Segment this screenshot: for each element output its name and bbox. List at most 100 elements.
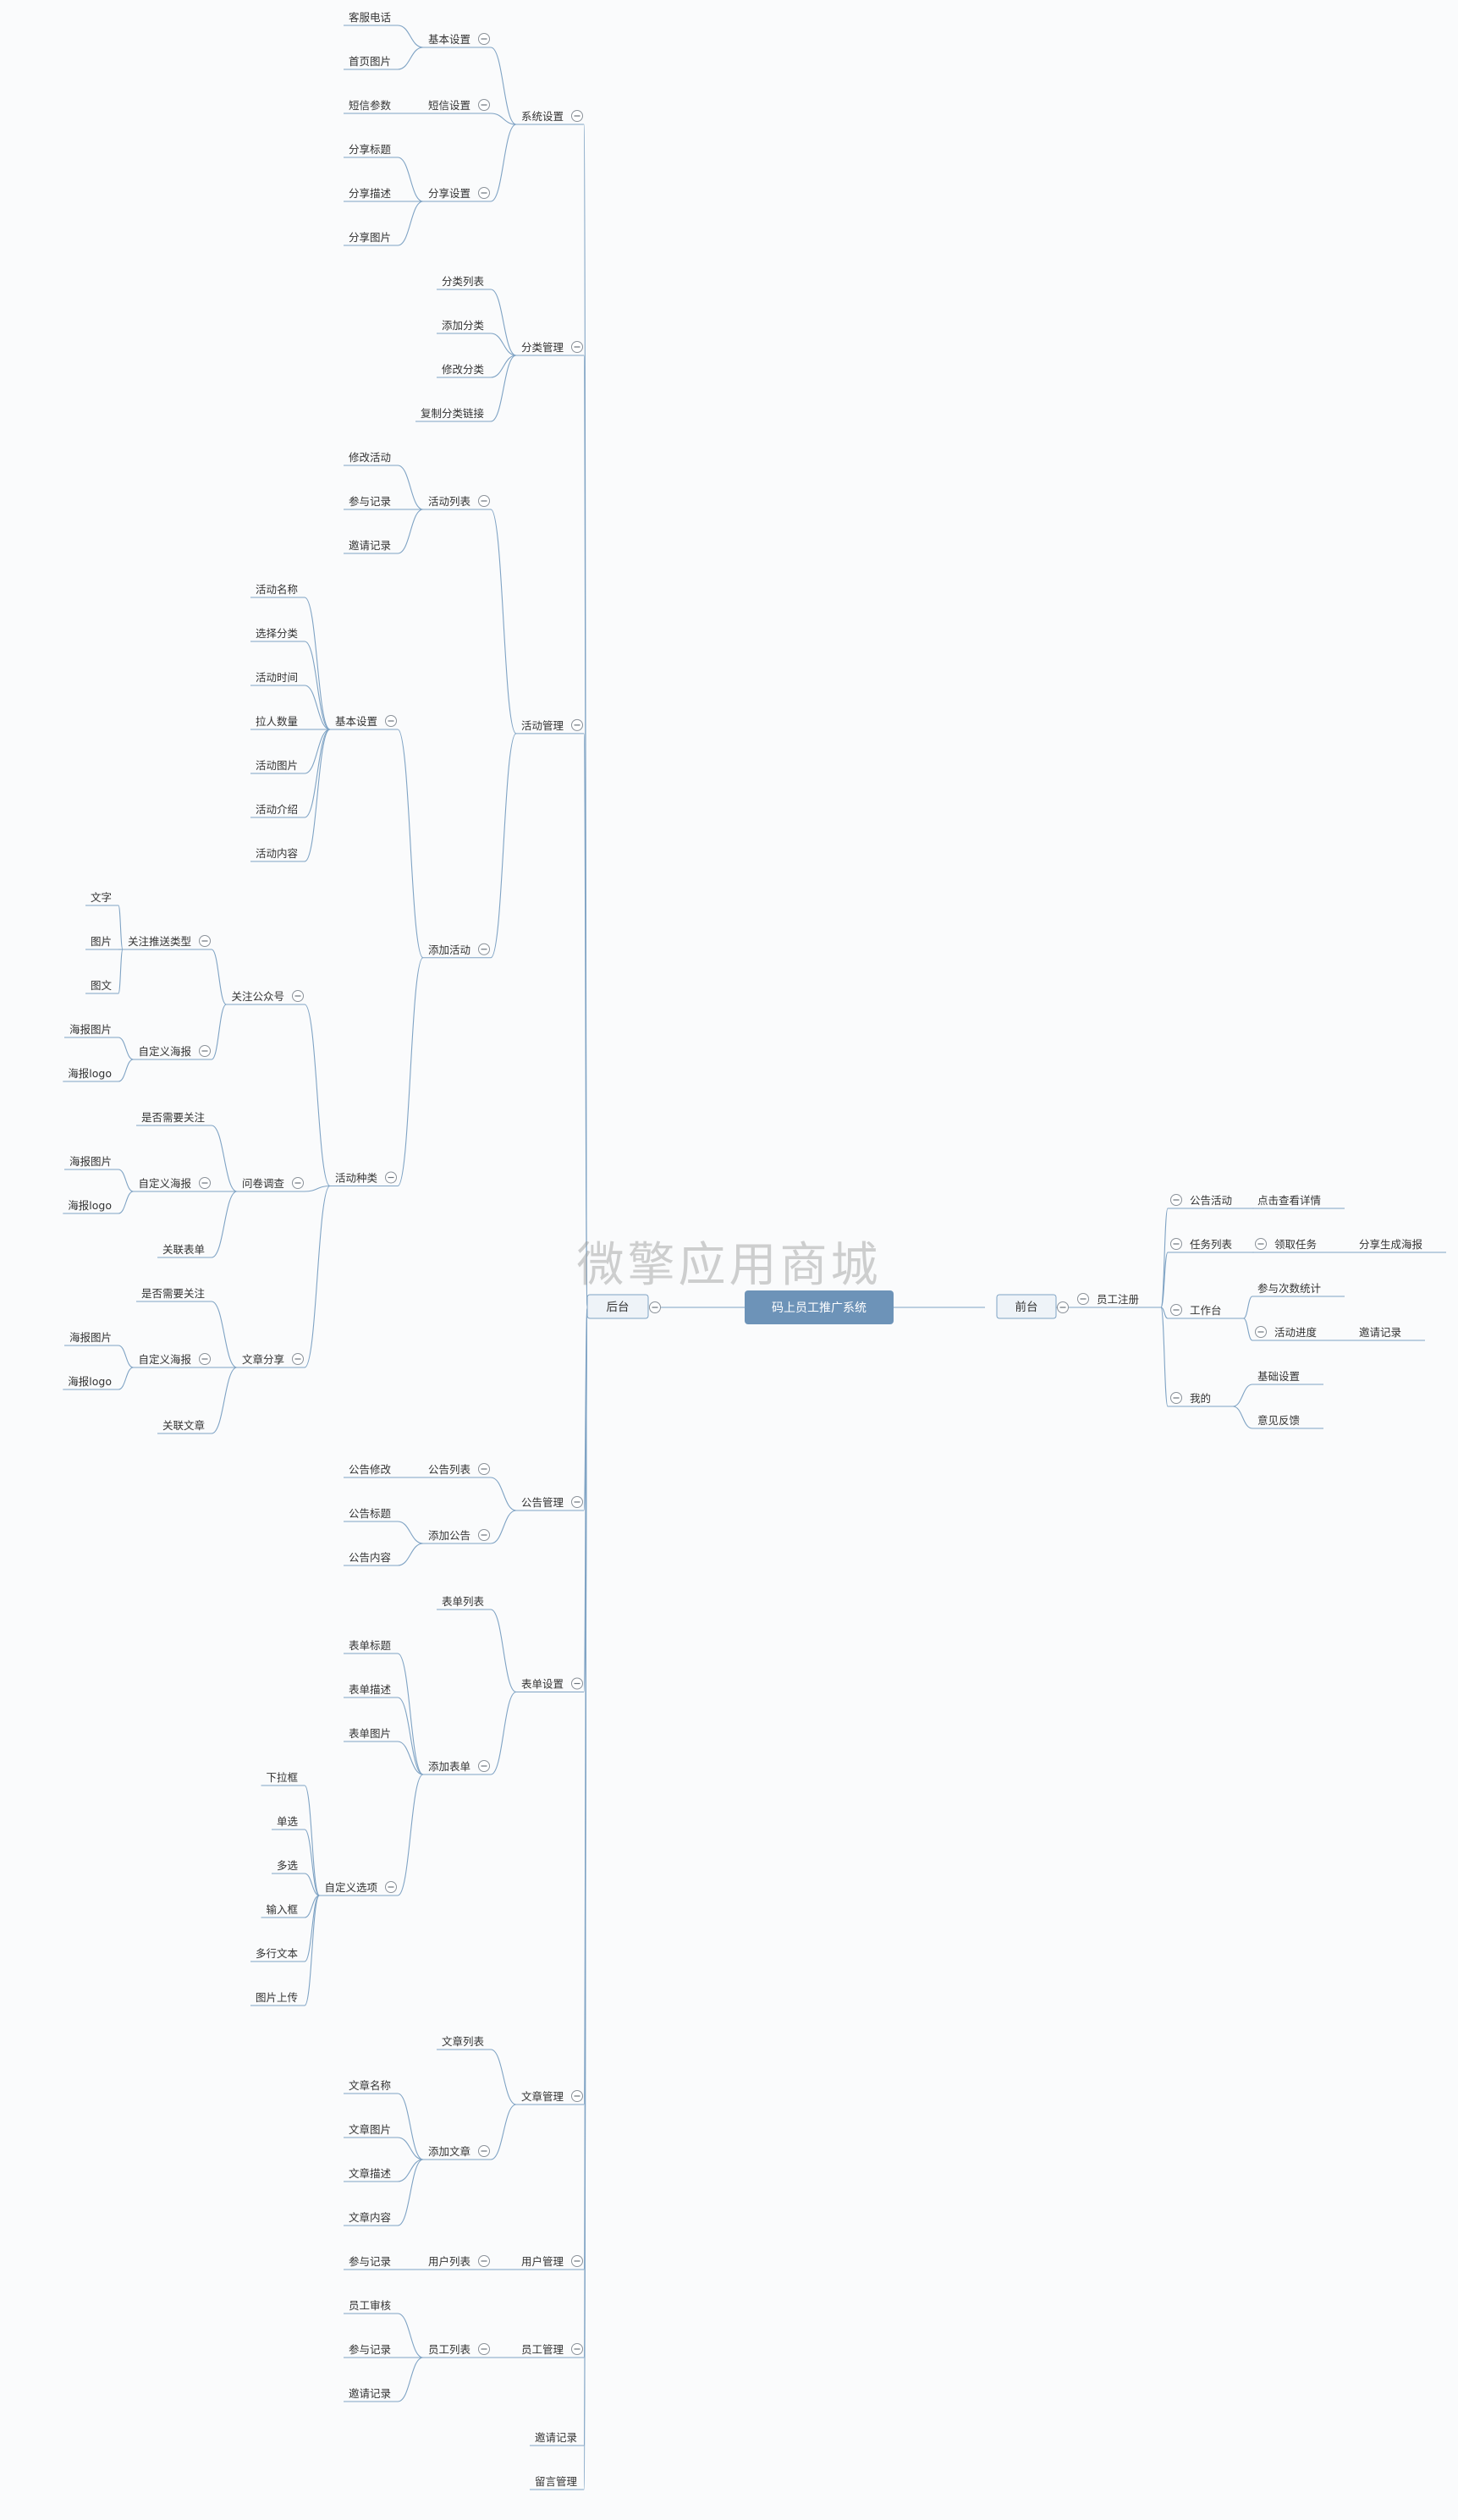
node-label[interactable]: 活动种类 (335, 1172, 378, 1185)
collapse-toggle-icon[interactable] (292, 1353, 304, 1365)
collapse-toggle-icon[interactable] (478, 33, 490, 45)
node-label[interactable]: 任务列表 (1190, 1238, 1233, 1251)
collapse-toggle-icon[interactable] (1170, 1238, 1182, 1250)
node-label[interactable]: 短信设置 (428, 99, 470, 112)
node-label[interactable]: 添加活动 (428, 944, 470, 956)
collapse-toggle-icon[interactable] (1077, 1293, 1089, 1305)
collapse-toggle-icon[interactable] (478, 1529, 490, 1541)
node-label[interactable]: 分享生成海报 (1359, 1238, 1423, 1251)
node-label[interactable]: 工作台 (1190, 1304, 1222, 1317)
node-label[interactable]: 员工注册 (1097, 1293, 1139, 1306)
node-label[interactable]: 留言管理 (535, 2475, 578, 2488)
node-label[interactable]: 公告修改 (349, 1463, 392, 1476)
node-label[interactable]: 分享标题 (349, 143, 392, 156)
node-label[interactable]: 邀请记录 (349, 539, 391, 552)
node-label[interactable]: 分享图片 (349, 231, 391, 244)
node-label[interactable]: 公告标题 (349, 1507, 392, 1520)
node-label[interactable]: 用户列表 (428, 2255, 471, 2268)
collapse-toggle-icon[interactable] (385, 715, 397, 727)
node-label[interactable]: 关联文章 (162, 1419, 205, 1432)
collapse-toggle-icon[interactable] (1057, 1301, 1069, 1313)
node-label[interactable]: 文章图片 (349, 2123, 391, 2136)
node-label[interactable]: 基本设置 (335, 715, 377, 728)
collapse-toggle-icon[interactable] (478, 943, 490, 955)
node-label[interactable]: 是否需要关注 (141, 1287, 206, 1300)
collapse-toggle-icon[interactable] (199, 1353, 211, 1365)
node-label[interactable]: 关注推送类型 (128, 935, 191, 948)
node-label[interactable]: 自定义选项 (324, 1881, 377, 1894)
back-end-node[interactable]: 后台 (586, 1294, 649, 1319)
node-label[interactable]: 图文 (91, 979, 113, 992)
node-label[interactable]: 表单描述 (349, 1683, 392, 1696)
node-label[interactable]: 邀请记录 (349, 2387, 391, 2400)
node-label[interactable]: 文章列表 (442, 2035, 485, 2048)
collapse-toggle-icon[interactable] (1255, 1326, 1267, 1338)
collapse-toggle-icon[interactable] (649, 1301, 661, 1313)
collapse-toggle-icon[interactable] (1170, 1304, 1182, 1316)
collapse-toggle-icon[interactable] (478, 2343, 490, 2355)
collapse-toggle-icon[interactable] (1170, 1194, 1182, 1206)
node-label[interactable]: 公告列表 (428, 1463, 471, 1476)
node-label[interactable]: 邀请记录 (535, 2431, 577, 2444)
collapse-toggle-icon[interactable] (199, 1177, 211, 1189)
node-label[interactable]: 基本设置 (428, 33, 470, 46)
collapse-toggle-icon[interactable] (571, 110, 583, 122)
node-label[interactable]: 添加公告 (428, 1529, 470, 1542)
node-label[interactable]: 单选 (277, 1815, 299, 1828)
node-label[interactable]: 文章分享 (242, 1353, 284, 1366)
collapse-toggle-icon[interactable] (478, 2145, 490, 2157)
node-label[interactable]: 参与记录 (349, 2343, 391, 2356)
collapse-toggle-icon[interactable] (478, 2255, 490, 2267)
front-end-node[interactable]: 前台 (996, 1294, 1057, 1319)
node-label[interactable]: 参与记录 (349, 2255, 391, 2268)
node-label[interactable]: 活动名称 (256, 583, 298, 596)
node-label[interactable]: 添加分类 (442, 319, 485, 332)
collapse-toggle-icon[interactable] (571, 718, 583, 731)
collapse-toggle-icon[interactable] (571, 1496, 583, 1508)
node-label[interactable]: 添加文章 (428, 2145, 470, 2158)
node-label[interactable]: 是否需要关注 (141, 1111, 206, 1124)
collapse-toggle-icon[interactable] (199, 935, 211, 947)
node-label[interactable]: 多行文本 (256, 1947, 299, 1960)
node-label[interactable]: 表单列表 (442, 1595, 485, 1608)
node-label[interactable]: 海报图片 (69, 1155, 112, 1168)
node-label[interactable]: 短信参数 (349, 99, 392, 112)
node-label[interactable]: 活动内容 (256, 847, 298, 860)
node-label[interactable]: 问卷调查 (242, 1177, 285, 1190)
node-label[interactable]: 图片 (91, 935, 112, 948)
node-label[interactable]: 点击查看详情 (1257, 1194, 1321, 1207)
collapse-toggle-icon[interactable] (1170, 1392, 1182, 1404)
node-label[interactable]: 选择分类 (256, 627, 299, 640)
node-label[interactable]: 自定义海报 (138, 1045, 191, 1058)
node-label[interactable]: 海报logo (68, 1067, 112, 1080)
node-label[interactable]: 系统设置 (521, 110, 564, 123)
node-label[interactable]: 员工管理 (521, 2343, 564, 2356)
node-label[interactable]: 海报图片 (69, 1331, 112, 1344)
node-label[interactable]: 修改分类 (442, 363, 485, 376)
node-label[interactable]: 复制分类链接 (421, 407, 485, 420)
node-label[interactable]: 公告内容 (349, 1551, 391, 1564)
collapse-toggle-icon[interactable] (571, 341, 583, 353)
node-label[interactable]: 领取任务 (1274, 1238, 1317, 1251)
node-label[interactable]: 表单图片 (349, 1727, 391, 1740)
node-label[interactable]: 基础设置 (1257, 1370, 1300, 1383)
node-label[interactable]: 我的 (1190, 1392, 1211, 1405)
node-label[interactable]: 关注公众号 (231, 990, 284, 1003)
root-node[interactable]: 码上员工推广系统 (745, 1290, 894, 1324)
collapse-toggle-icon[interactable] (478, 187, 490, 199)
node-label[interactable]: 活动进度 (1274, 1326, 1318, 1339)
collapse-toggle-icon[interactable] (1255, 1238, 1267, 1250)
collapse-toggle-icon[interactable] (385, 1171, 397, 1184)
node-label[interactable]: 首页图片 (349, 55, 391, 68)
node-label[interactable]: 员工列表 (428, 2343, 471, 2356)
node-label[interactable]: 自定义海报 (138, 1177, 191, 1190)
collapse-toggle-icon[interactable] (385, 1881, 397, 1893)
collapse-toggle-icon[interactable] (478, 495, 490, 507)
node-label[interactable]: 分享描述 (349, 187, 392, 200)
node-label[interactable]: 输入框 (266, 1903, 298, 1916)
node-label[interactable]: 自定义海报 (138, 1353, 191, 1366)
node-label[interactable]: 海报logo (68, 1199, 112, 1212)
collapse-toggle-icon[interactable] (292, 990, 304, 1002)
node-label[interactable]: 修改活动 (349, 451, 391, 464)
node-label[interactable]: 客服电话 (349, 11, 391, 24)
